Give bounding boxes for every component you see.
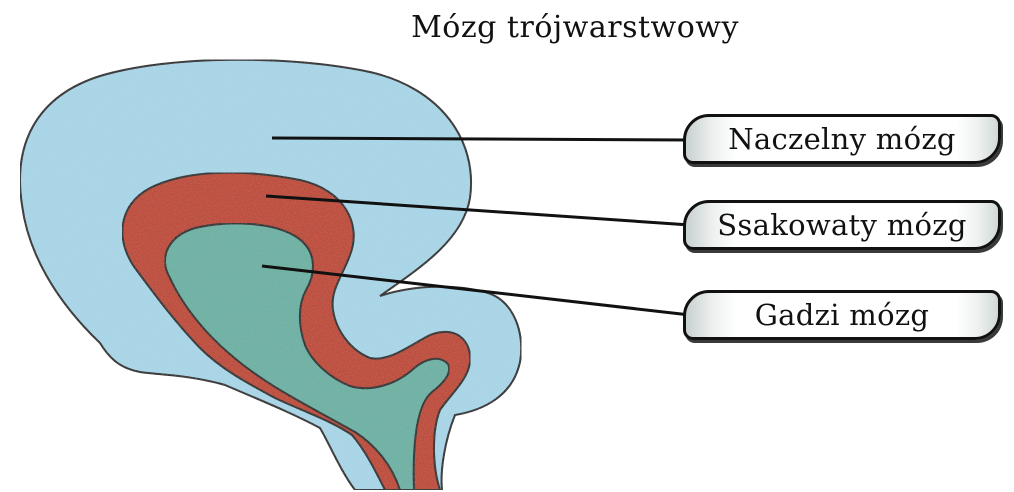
label-limbic: Ssakowaty mózg	[717, 208, 966, 242]
leader-line-neocortex	[272, 138, 690, 140]
label-box-neocortex: Naczelny mózg	[683, 114, 1001, 164]
label-box-limbic: Ssakowaty mózg	[683, 200, 1001, 250]
label-neocortex: Naczelny mózg	[728, 122, 956, 156]
diagram-title: Mózg trójwarstwowy	[380, 10, 770, 45]
label-reptilian: Gadzi mózg	[755, 298, 930, 332]
label-box-reptilian: Gadzi mózg	[683, 290, 1001, 340]
